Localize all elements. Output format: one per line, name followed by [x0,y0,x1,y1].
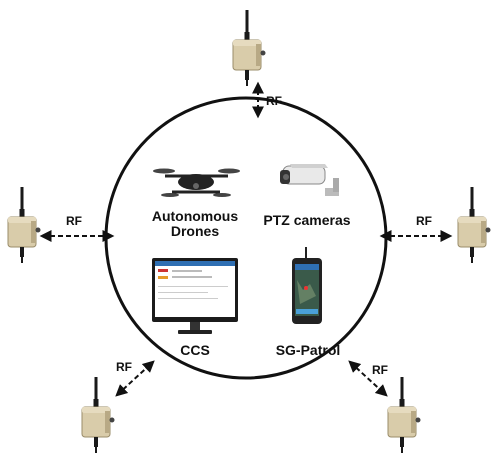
rf-arrow-bottom-right [348,360,388,397]
rf-label-top: RF [266,94,282,108]
drones-label-line2: Drones [170,223,220,240]
ptz-camera-icon [280,164,339,196]
rf-label-bottom-right: RF [372,363,388,377]
rf-device-left [7,186,41,264]
rf-device-top [232,9,266,87]
rf-device-bottom-right [387,376,421,454]
rf-label-right: RF [416,214,432,228]
rf-arrow-bottom-left [115,360,155,397]
sg-patrol-label: SG-Patrol [275,342,341,358]
ccs-label: CCS [180,342,210,358]
monitor-icon [152,258,238,334]
ptz-cameras-label: PTZ cameras [263,212,351,228]
drones-label: Autonomous Drones [140,208,250,240]
drones-label-line1: Autonomous [151,208,239,224]
rf-label-bottom-left: RF [116,360,132,374]
drone-icon [153,168,240,197]
rf-label-left: RF [66,214,82,228]
rf-device-bottom-left [81,376,115,454]
smartphone-icon [292,247,322,324]
rf-device-right [457,186,491,264]
